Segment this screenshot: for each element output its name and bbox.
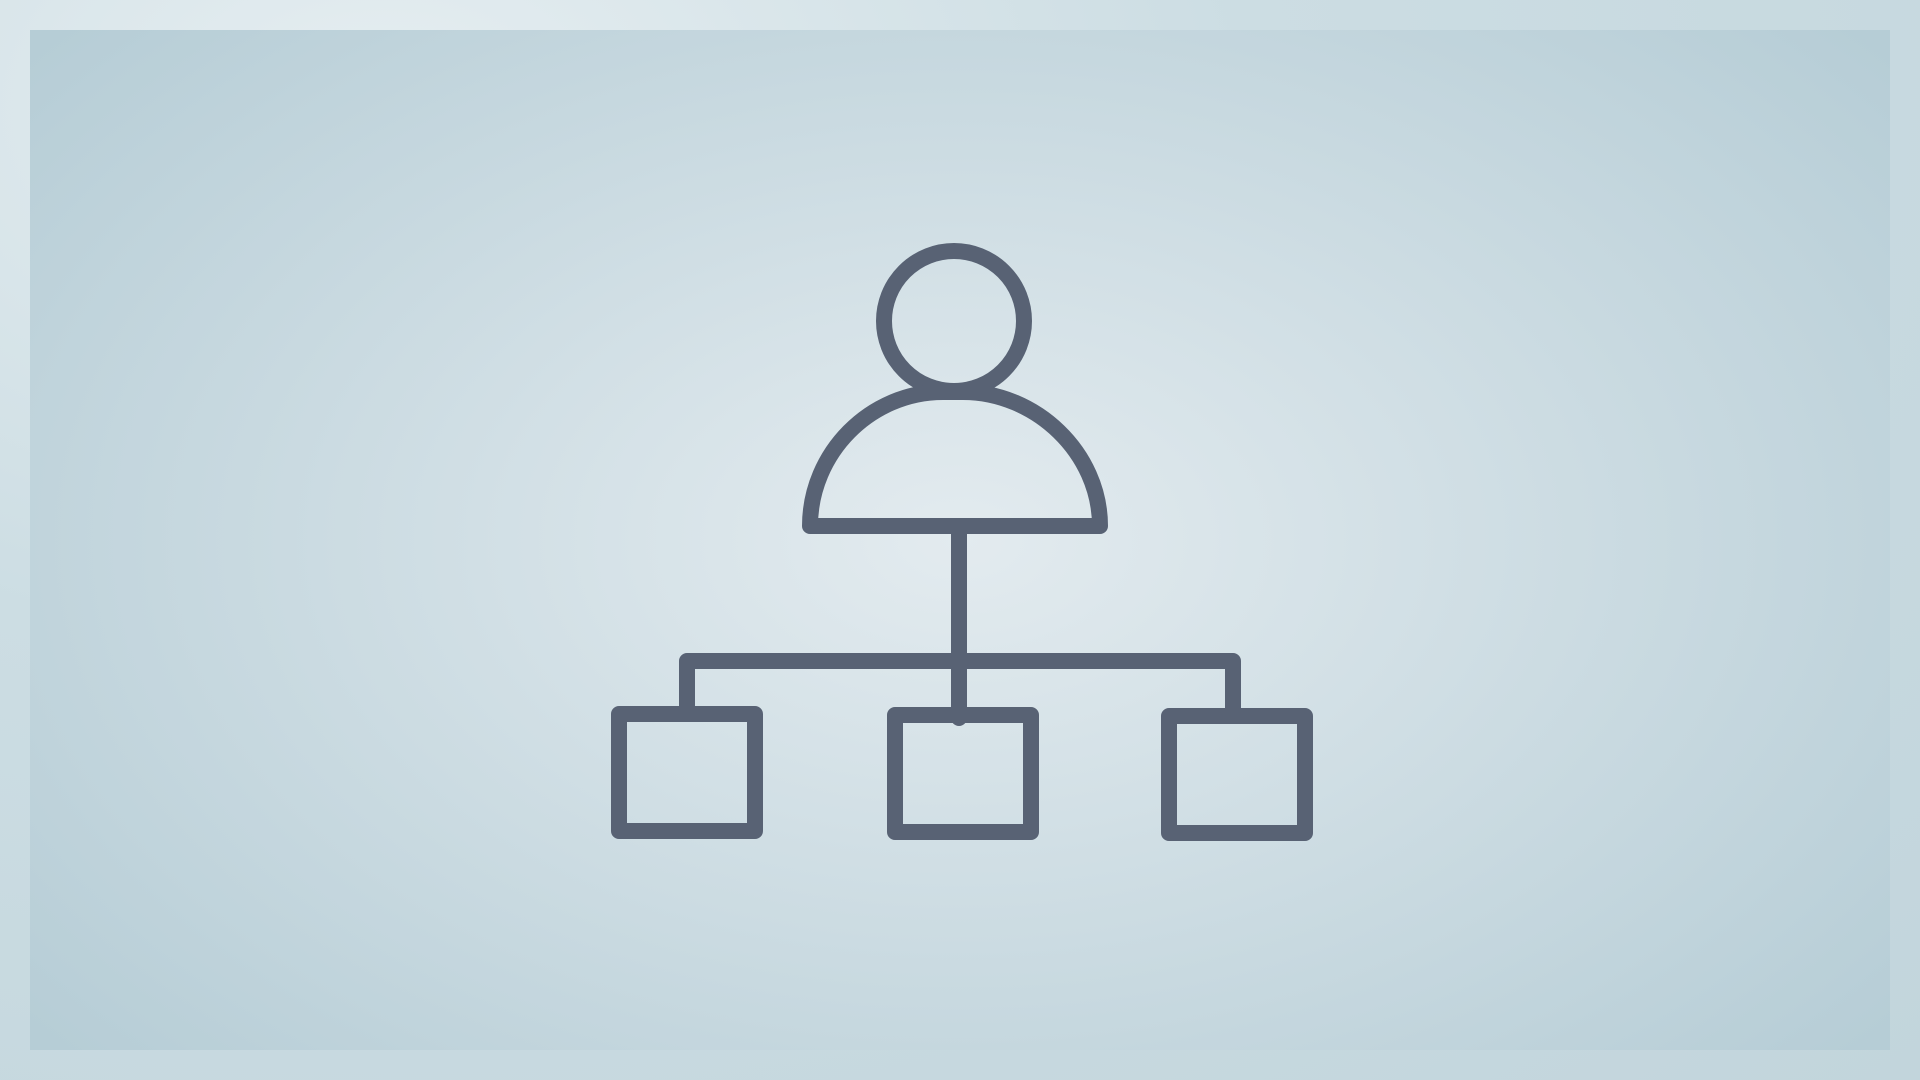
person-body — [802, 384, 1108, 534]
branch-connector — [679, 653, 1241, 722]
child-node-center — [887, 707, 1039, 840]
person-head — [876, 243, 1032, 399]
child-node-left — [611, 706, 763, 839]
child-node-right — [1161, 708, 1313, 841]
